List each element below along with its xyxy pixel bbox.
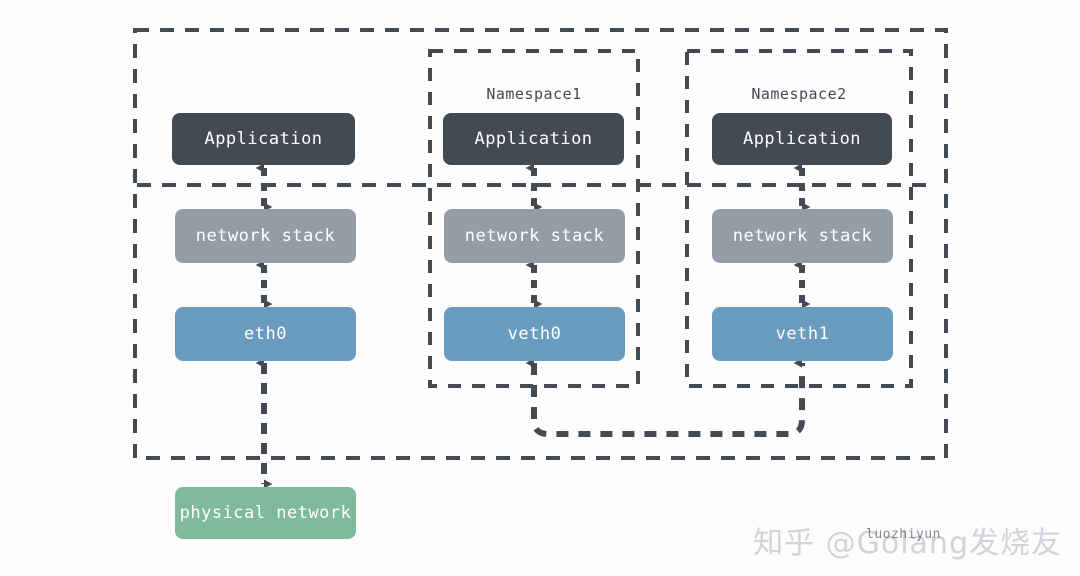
node-stack-ns1[interactable]: network stack — [444, 209, 625, 263]
node-stack-host[interactable]: network stack — [175, 209, 356, 263]
node-app-ns2[interactable]: Application — [712, 113, 892, 165]
watermark-text: 知乎 @Golang发烧友 — [753, 526, 1062, 561]
namespace2-frame — [685, 49, 913, 388]
node-veth1[interactable]: veth1 — [712, 307, 893, 361]
node-app-host[interactable]: Application — [172, 113, 355, 165]
namespace1-label: Namespace1 — [486, 85, 582, 103]
namespace1-frame — [428, 49, 640, 388]
node-eth0[interactable]: eth0 — [175, 307, 356, 361]
host-container-frame — [133, 28, 948, 460]
node-physical-network[interactable]: physical network — [175, 487, 356, 539]
connector-veth0-to-veth1 — [525, 358, 805, 437]
node-veth0[interactable]: veth0 — [444, 307, 625, 361]
node-stack-ns2[interactable]: network stack — [712, 209, 893, 263]
namespace2-label: Namespace2 — [751, 85, 847, 103]
watermark-subtext: luozhiyun — [866, 527, 941, 542]
node-app-ns1[interactable]: Application — [443, 113, 624, 165]
